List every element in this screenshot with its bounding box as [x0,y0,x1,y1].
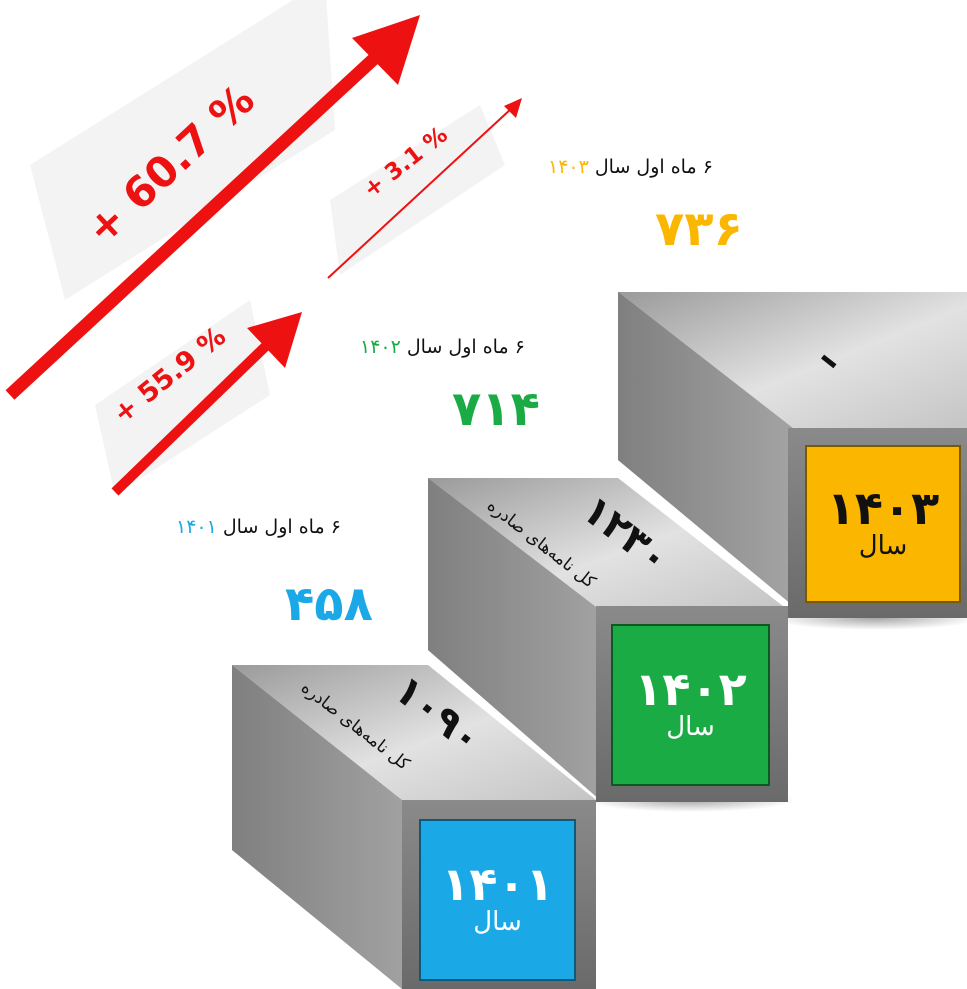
year-box-number: ۱۴۰۳ [826,481,940,536]
period-label-1401: ۶ ماه اول سال ۱۴۰۱ [176,516,341,538]
arrow-growth-1401-1402 [111,312,302,496]
block-1403 [618,292,967,630]
arrow-growth-1402-1403 [327,98,522,279]
count-1401: ۴۵۸ [285,576,373,632]
period-label-1402: ۶ ماه اول سال ۱۴۰۲ [360,336,525,358]
year-box-number: ۱۴۰۱ [441,857,554,912]
arrow-label-panel [95,300,270,495]
count-1402: ۷۱۴ [452,381,540,437]
year-box-word: سال [858,531,908,562]
year-box-word: سال [473,907,522,938]
arrow-total-growth [5,15,420,400]
year-box-1402: ۱۴۰۲ سال [612,625,769,785]
year-box-number: ۱۴۰۲ [634,662,747,717]
block-1402 [428,478,795,812]
arrow-label-panel [30,0,335,300]
count-1403: ۷۳۶ [655,201,743,257]
year-box-1401: ۱۴۰۱ سال [420,820,575,980]
period-label-1403: ۶ ماه اول سال ۱۴۰۳ [548,156,713,178]
block-1401 [232,665,596,989]
arrow-label-panel [330,105,505,275]
year-box-word: سال [666,712,715,743]
year-box-1403: ۱۴۰۳ سال [806,446,960,602]
